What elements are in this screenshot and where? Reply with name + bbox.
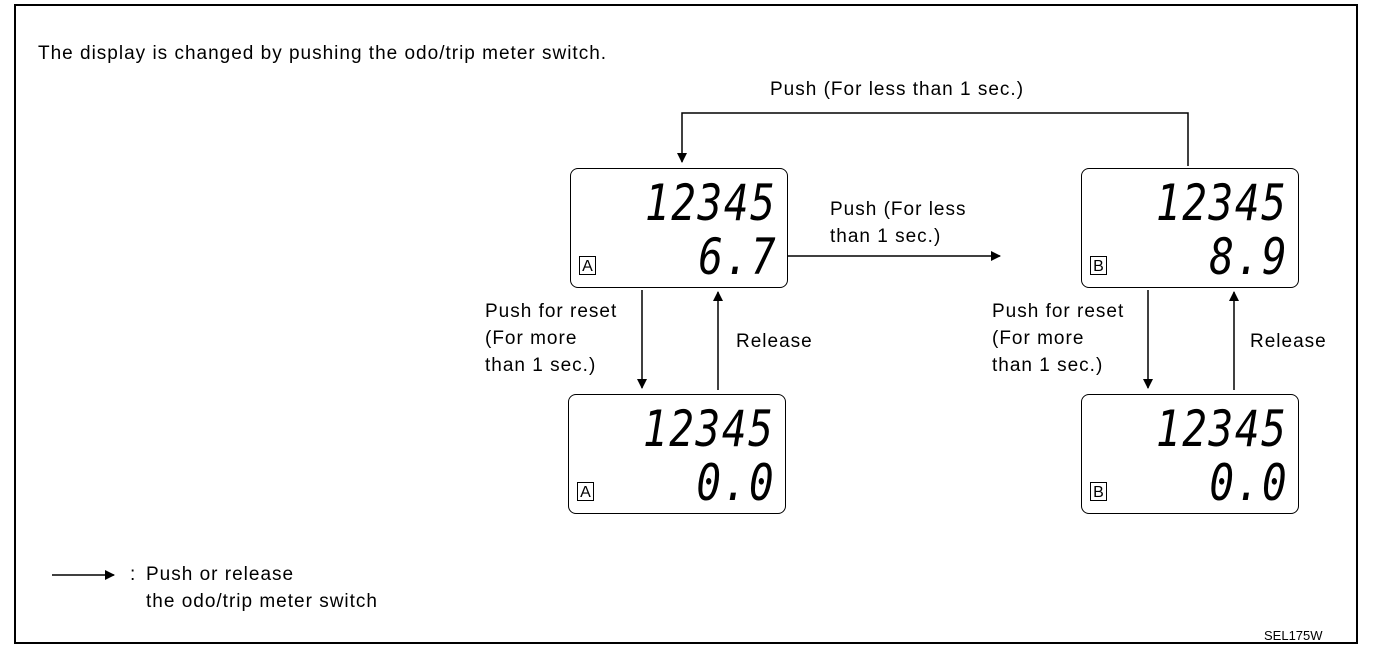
trip-value: 0.0: [696, 454, 775, 512]
reset-label-right: Push for reset (For more than 1 sec.): [992, 301, 1125, 376]
display-b-top: 12345 B 8.9: [1081, 168, 1299, 288]
arrow-b-to-a: [677, 112, 1189, 166]
display-a-bottom: 12345 A 0.0: [568, 394, 786, 514]
legend-text: Push or release the odo/trip meter switc…: [146, 564, 378, 612]
trip-badge: A: [579, 256, 596, 275]
diagram-frame: [14, 4, 1358, 644]
odometer-value: 12345: [1156, 174, 1288, 232]
trip-badge: B: [1090, 482, 1107, 501]
odometer-value: 12345: [643, 400, 775, 458]
top-arrow-label: Push (For less than 1 sec.): [770, 79, 1025, 100]
trip-badge: A: [577, 482, 594, 501]
caption: The display is changed by pushing the od…: [38, 43, 608, 64]
figure-code: SEL175W: [1264, 628, 1323, 643]
trip-value: 0.0: [1209, 454, 1288, 512]
release-label-right: Release: [1250, 331, 1327, 352]
trip-value: 6.7: [698, 228, 777, 286]
display-b-bottom: 12345 B 0.0: [1081, 394, 1299, 514]
odometer-value: 12345: [645, 174, 777, 232]
odometer-value: 12345: [1156, 400, 1288, 458]
trip-badge: B: [1090, 256, 1107, 275]
trip-value: 8.9: [1209, 228, 1288, 286]
reset-label-left: Push for reset (For more than 1 sec.): [485, 301, 618, 376]
display-a-top: 12345 A 6.7: [570, 168, 788, 288]
legend-colon: :: [130, 564, 137, 585]
middle-arrow-label: Push (For less than 1 sec.): [830, 199, 967, 247]
release-label-left: Release: [736, 331, 813, 352]
